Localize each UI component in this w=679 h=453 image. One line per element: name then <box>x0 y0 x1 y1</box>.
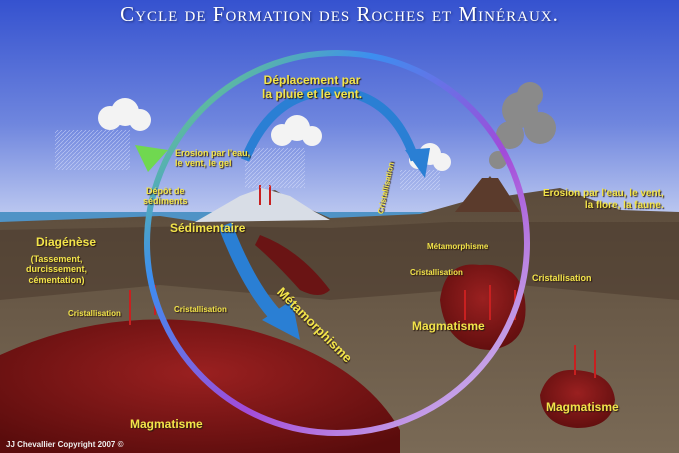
cycle-arrowhead <box>135 145 168 172</box>
magma-blob <box>540 369 615 428</box>
transport-arrow <box>240 86 420 162</box>
label-magmatisme-center: Magmatisme <box>412 319 485 333</box>
label-magmatisme-right: Magmatisme <box>546 400 619 414</box>
label-diagenese: Diagénèse <box>36 235 97 249</box>
volcano <box>455 178 520 212</box>
label-cristallisation-right: Cristallisation <box>532 273 592 283</box>
slab <box>255 235 330 295</box>
label-diagenese-detail: (Tassement, durcissement, cémentation) <box>26 254 88 285</box>
label-magmatisme-bottom: Magmatisme <box>130 417 203 431</box>
page-title: Cycle de Formation des Roches et Minérau… <box>120 2 559 26</box>
cloud-left <box>98 98 151 131</box>
label-sedimentaire: Sédimentaire <box>170 221 246 235</box>
magma-bottom <box>0 319 400 453</box>
snowy-mountain <box>195 188 330 222</box>
label-erosion-gel: Erosion par l'eau, le vent, le gel <box>175 148 251 169</box>
rain <box>55 130 440 190</box>
cloud-middle <box>271 115 322 146</box>
copyright: JJ Chevallier Copyright 2007 © <box>6 440 124 449</box>
cycle-ring <box>144 50 530 436</box>
label-depot: Dépôt de sédiments <box>143 186 188 207</box>
label-cristallisation-center: Cristallisation <box>410 268 463 277</box>
label-cristallisation-mid: Cristallisation <box>174 305 227 314</box>
label-cristallisation-left: Cristallisation <box>68 309 121 318</box>
sediment-layer <box>0 222 679 300</box>
label-erosion-faune: Erosion par l'eau, le vent, la flore, la… <box>543 188 664 211</box>
label-metamorphisme-small: Métamorphisme <box>427 242 489 251</box>
label-deplacement: Déplacement par la pluie et le vent. <box>262 73 363 101</box>
clouds <box>98 98 451 171</box>
volcano-smoke <box>489 82 556 169</box>
